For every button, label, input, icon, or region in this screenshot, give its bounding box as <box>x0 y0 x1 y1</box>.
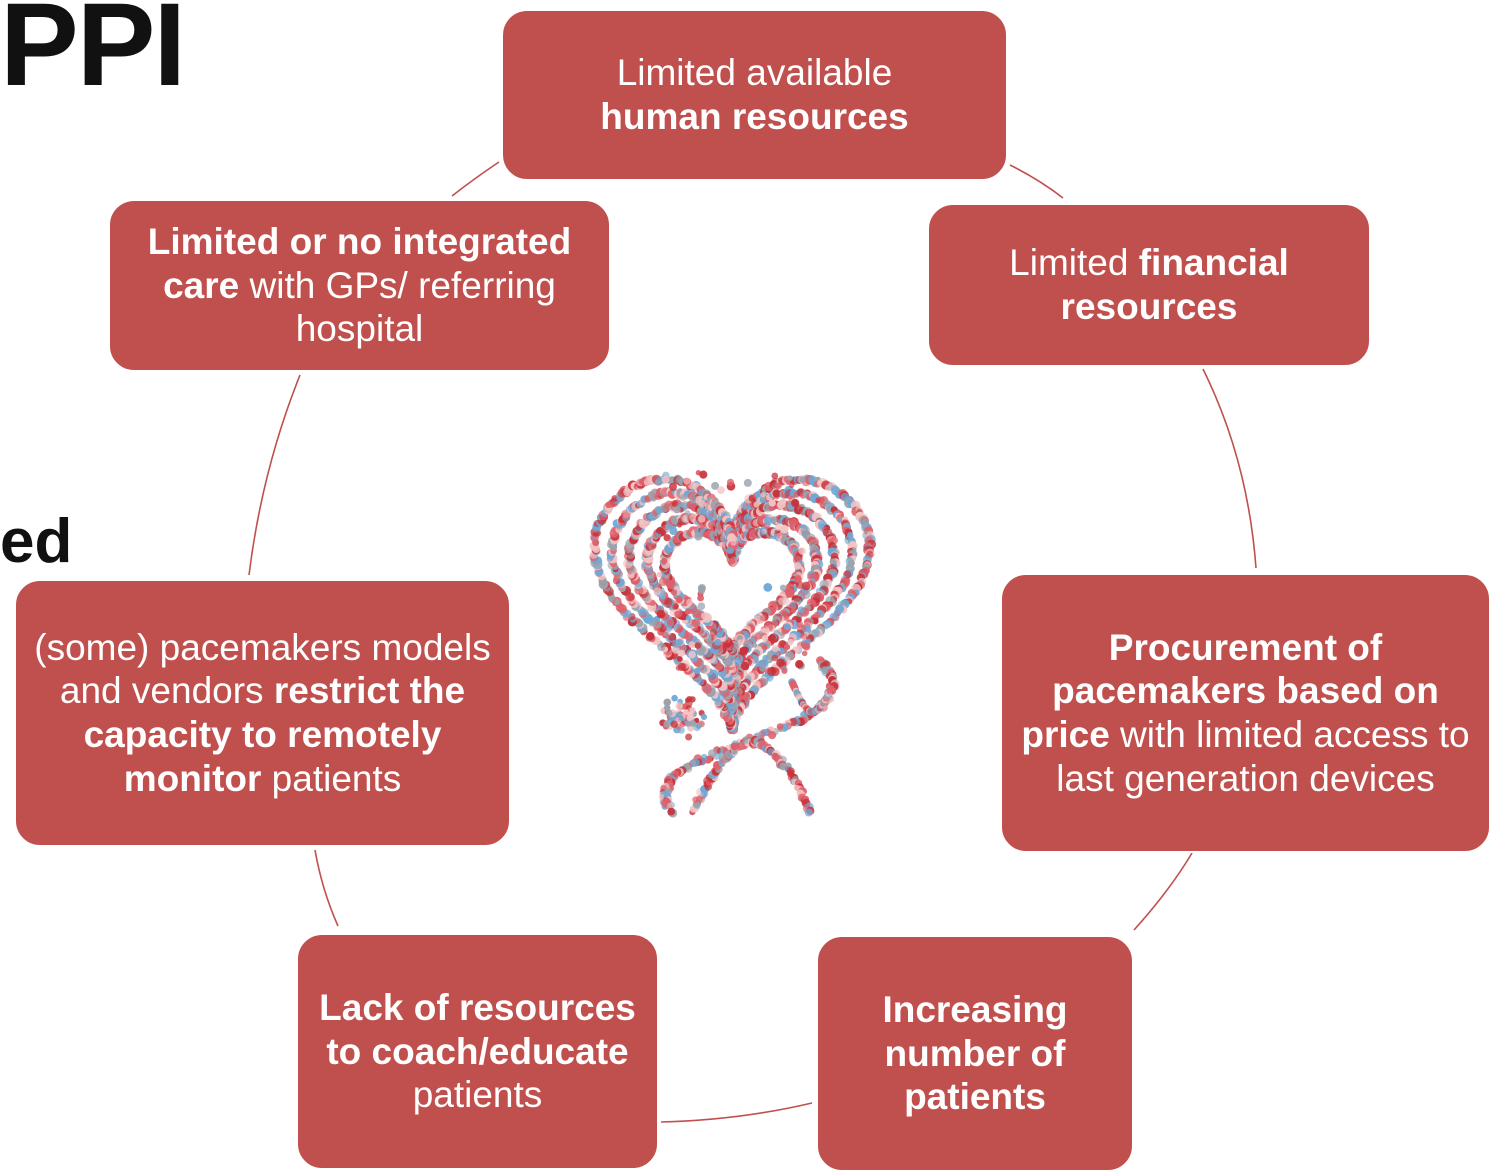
box-text-bold: financial resources <box>1060 242 1289 327</box>
cycle-item-increasing-patients: Increasing number of patients <box>816 935 1134 1172</box>
heart-stethoscope-icon <box>589 470 877 818</box>
connector-increasing-lack <box>660 1102 813 1123</box>
box-text-bold: Limited or no integrated care <box>147 221 572 306</box>
box-text: patients <box>412 1074 543 1116</box>
cycle-item-financial-resources: Limited financial resources <box>927 203 1371 367</box>
box-text-bold: Procurement of pacemakers based on price <box>1021 626 1439 755</box>
cycle-item-procurement: Procurement of pacemakers based on price… <box>1000 573 1491 853</box>
box-text: Limited <box>1009 242 1139 284</box>
cycle-item-remote-monitoring: (some) pacemakers models and vendors res… <box>14 579 511 847</box>
connector-human-financial <box>1009 164 1064 199</box>
connector-restrict-integrated <box>248 374 301 576</box>
slide-title-fragment: PPI <box>0 0 186 111</box>
box-text: with limited access to last generation d… <box>1056 714 1470 799</box>
connector-lack-restrict <box>314 849 339 927</box>
box-text: with GPs/ referring hospital <box>239 264 556 350</box>
box-text: Limited available <box>616 52 893 94</box>
box-text-bold: restrict the capacity to remotely monito… <box>83 670 466 799</box>
box-text: patients <box>261 757 402 799</box>
box-text-bold: Lack of resources to coach/educate <box>319 987 636 1072</box>
box-text: (some) pacemakers models and vendors <box>34 626 491 712</box>
connector-procurement-increasing <box>1133 852 1193 931</box>
cycle-item-integrated-care: Limited or no integrated care with GPs/ … <box>108 199 611 372</box>
cycle-item-lack-of-resources: Lack of resources to coach/educate patie… <box>296 933 659 1170</box>
slide-subtitle-fragment: ed <box>0 507 73 576</box>
connector-financial-procurement <box>1202 368 1257 569</box>
box-text-bold: human resources <box>600 96 909 137</box>
box-text-bold: Increasing number of patients <box>882 989 1068 1118</box>
connector-integrated-human <box>451 161 500 197</box>
